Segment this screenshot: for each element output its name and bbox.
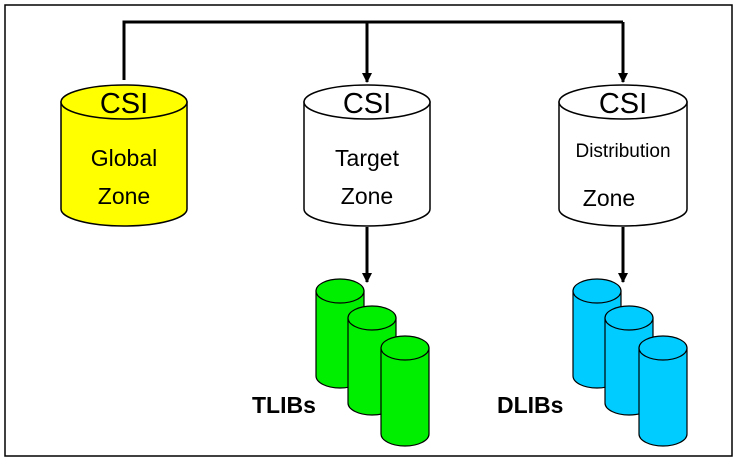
distribution-zone-name-line2: Zone: [583, 185, 635, 211]
diagram-frame: [4, 4, 733, 457]
target-zone-name-line1: Target: [335, 145, 400, 171]
distribution-zone-name-line1: Distribution: [575, 141, 670, 162]
distribution-zone-cylinder-top: [558, 84, 688, 120]
target-zone-csi-label: CSI: [343, 88, 391, 120]
global-zone-name-line2: Zone: [98, 183, 150, 209]
target-zone-cylinder-body: [303, 101, 431, 227]
dlib-cylinder: [638, 335, 688, 447]
dlibs-stack: DLIBs: [497, 278, 688, 447]
distribution-zone-cylinder: CSI Distribution Zone: [558, 84, 688, 227]
tlibs-stack: TLIBs: [252, 278, 430, 447]
dlibs-label: DLIBs: [497, 392, 563, 418]
distribution-zone-cylinder-body: [558, 101, 688, 227]
distribution-zone-csi-label: CSI: [599, 88, 647, 120]
global-zone-name-line1: Global: [91, 145, 157, 171]
target-zone-cylinder-top: [303, 84, 431, 120]
target-zone-cylinder: CSI Target Zone: [303, 84, 431, 227]
tlib-cylinder: [380, 335, 430, 447]
global-zone-csi-label: CSI: [100, 88, 148, 120]
global-zone-cylinder: CSI Global Zone: [60, 84, 188, 227]
tlibs-label: TLIBs: [252, 392, 316, 418]
connector-lines: [122, 20, 628, 283]
global-zone-cylinder-body: [60, 101, 188, 227]
target-zone-name-line2: Zone: [341, 183, 393, 209]
top-connector-line: [122, 20, 623, 80]
global-zone-cylinder-top: [60, 84, 188, 120]
